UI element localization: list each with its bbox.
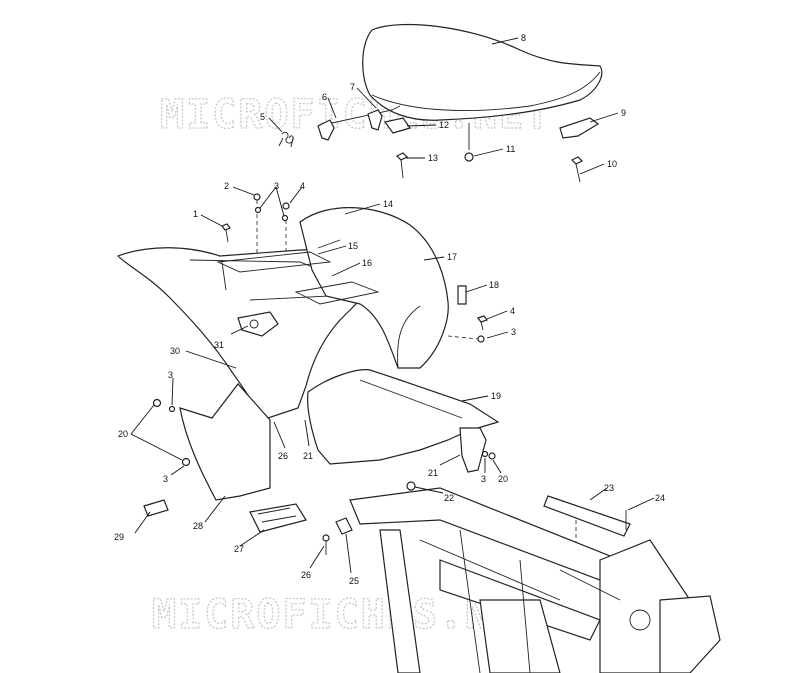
cargo-plate-16-part <box>294 281 380 305</box>
frame-part <box>349 487 721 673</box>
callout-2: 2 <box>224 181 229 191</box>
callout-3-top: 3 <box>274 181 279 191</box>
plate-29-part <box>143 499 169 517</box>
callout-3-left: 3 <box>168 370 173 380</box>
nut-20-left-part <box>152 398 162 408</box>
callout-26-lower: 26 <box>301 570 311 580</box>
latch-hook-part <box>367 109 383 131</box>
cargo-plate-15-part <box>216 251 332 273</box>
callout-26-upper: 26 <box>278 451 288 461</box>
callout-14: 14 <box>383 199 393 209</box>
right-fender-part <box>299 207 449 369</box>
strap-23-part <box>543 495 631 537</box>
washer-3-top-part <box>254 206 262 214</box>
step-bracket-part <box>249 503 307 533</box>
callout-31: 31 <box>214 340 224 350</box>
plate-12-part <box>383 117 411 134</box>
screw-1-part <box>221 223 231 243</box>
callout-18: 18 <box>489 280 499 290</box>
callout-21-left: 21 <box>303 451 313 461</box>
bolt-4-right-part <box>477 315 488 331</box>
seat-bracket-part <box>559 117 600 139</box>
bracket-21-right-part <box>459 427 487 473</box>
callout-3-right: 3 <box>511 327 516 337</box>
callout-3-lower-left: 3 <box>163 474 168 484</box>
callout-10: 10 <box>607 159 617 169</box>
callout-15: 15 <box>348 241 358 251</box>
callout-6: 6 <box>322 92 327 102</box>
bolt-10-part <box>570 156 584 183</box>
spring-5-part <box>278 131 294 148</box>
washer-3-lower-right-part <box>481 450 489 458</box>
callout-24: 24 <box>655 493 665 503</box>
nut-11-part <box>464 152 474 162</box>
washer-3-top-b-part <box>281 214 289 222</box>
callout-13: 13 <box>428 153 438 163</box>
callout-3-lower-right: 3 <box>481 474 486 484</box>
latch-cable-part <box>317 105 401 141</box>
callout-19: 19 <box>491 391 501 401</box>
callout-21-right: 21 <box>428 468 438 478</box>
mud-flap-part <box>179 383 271 501</box>
nut-20-left-b-part <box>181 457 191 467</box>
callout-4-right: 4 <box>510 306 515 316</box>
callout-23: 23 <box>604 483 614 493</box>
callout-17: 17 <box>447 252 457 262</box>
callout-27: 27 <box>234 544 244 554</box>
washer-3-right-part <box>477 335 485 343</box>
leader-lines <box>130 37 655 574</box>
callout-25: 25 <box>349 576 359 586</box>
screw-26-lower-part <box>322 534 330 555</box>
callout-4-top: 4 <box>300 181 305 191</box>
callout-9: 9 <box>621 108 626 118</box>
callout-20-right: 20 <box>498 474 508 484</box>
callout-28: 28 <box>193 521 203 531</box>
callout-16: 16 <box>362 258 372 268</box>
callout-12: 12 <box>439 120 449 130</box>
clip-18-part <box>457 285 467 305</box>
callout-20-left: 20 <box>118 429 128 439</box>
plug-22-part <box>406 481 416 491</box>
callout-1: 1 <box>193 209 198 219</box>
callout-22: 22 <box>444 493 454 503</box>
bolt-13-part <box>395 152 409 179</box>
callout-11: 11 <box>506 144 515 154</box>
callout-30: 30 <box>170 346 180 356</box>
callout-8: 8 <box>521 33 526 43</box>
callout-29: 29 <box>114 532 124 542</box>
spacer-25-part <box>335 517 353 535</box>
callout-7: 7 <box>350 82 355 92</box>
seat-part <box>362 23 603 121</box>
nut-20-right-part <box>488 452 496 460</box>
callout-5: 5 <box>260 112 265 122</box>
washer-3-left-part <box>168 405 176 413</box>
